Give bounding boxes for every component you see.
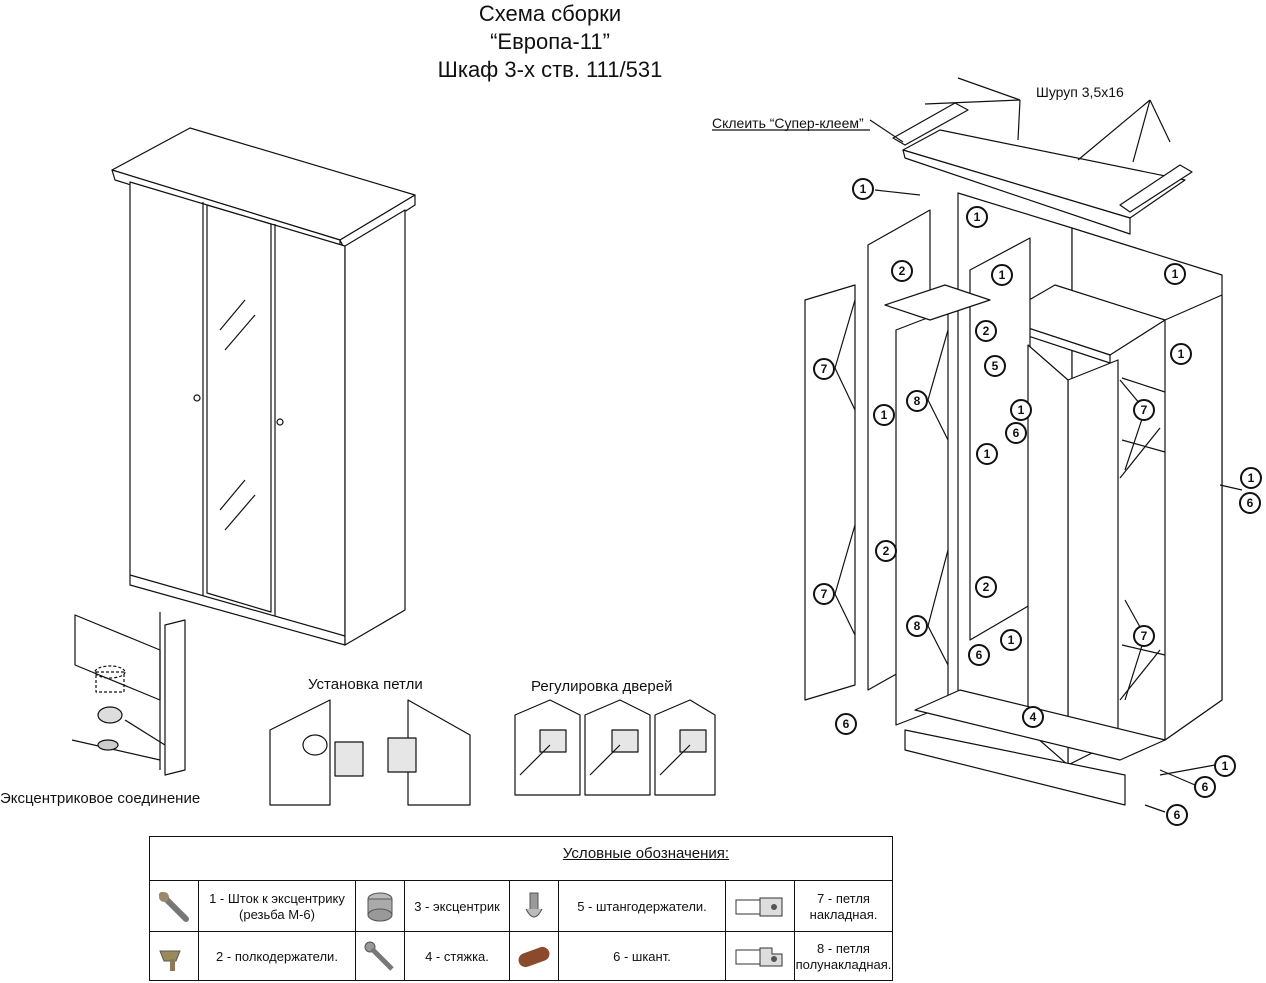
callout-marker: 2	[875, 540, 897, 562]
dowel-icon	[510, 932, 559, 981]
legend-item-label: 7 - петля накладная.	[809, 891, 878, 922]
legend-item-label: 6 - шкант.	[613, 948, 671, 964]
legend-item-label: 4 - стяжка.	[425, 948, 489, 964]
legend-item-label: 2 - полкодержатели.	[216, 948, 338, 964]
callout-marker: 1	[1010, 399, 1032, 421]
callout-marker: 1	[1164, 263, 1186, 285]
callout-marker: 1	[966, 206, 988, 228]
legend-item-label: 1 - Шток к эксцентрику (резьба М-6)	[209, 891, 345, 922]
callout-marker: 1	[873, 404, 895, 426]
eccentric-joint-detail	[71, 612, 186, 776]
assembly-drawing	[71, 77, 1243, 813]
callout-marker: 6	[1194, 776, 1216, 798]
rod-icon	[150, 881, 199, 933]
callout-marker: 2	[975, 576, 997, 598]
eccentric-icon	[356, 881, 405, 933]
legend-item-label: 5 - штангодержатели.	[577, 899, 707, 914]
callout-marker: 6	[968, 644, 990, 666]
rod-holder-icon	[510, 881, 559, 933]
callout-marker: 1	[1214, 755, 1236, 777]
callout-marker: 6	[1239, 492, 1261, 514]
callout-marker: 1	[1000, 629, 1022, 651]
legend-row: 2 - полкодержатели. 4 - стяжка. 6 - шкан…	[150, 931, 892, 981]
callout-marker: 6	[1166, 804, 1188, 826]
callout-marker: 1	[976, 443, 998, 465]
door-adjust-detail	[514, 699, 716, 796]
legend-title: Условные обозначения:	[562, 845, 730, 862]
callout-marker: 6	[835, 713, 857, 735]
screw-label: Шуруп 3,5x16	[1036, 84, 1124, 100]
hinge-install-detail	[269, 699, 471, 806]
callout-marker: 1	[852, 178, 874, 200]
callout-marker: 4	[1022, 706, 1044, 728]
exploded-wardrobe	[712, 77, 1243, 813]
title-line-3: Шкаф 3-х ств. 111/531	[437, 57, 663, 82]
legend-row: 1 - Шток к эксцентрику (резьба М-6) 3 - …	[150, 880, 892, 933]
legend-item-label: 3 - эксцентрик	[414, 899, 500, 914]
callout-marker: 7	[813, 358, 835, 380]
callout-marker: 8	[906, 390, 928, 412]
legend-item-label: 8 - петля полунакладная.	[795, 940, 892, 972]
callout-marker: 8	[906, 615, 928, 637]
door-adjust-label: Регулировка дверей	[531, 678, 673, 695]
callout-marker: 1	[1240, 467, 1262, 489]
callout-marker: 2	[891, 260, 913, 282]
callout-marker: 6	[1005, 422, 1027, 444]
shelf-support-icon	[150, 932, 199, 981]
callout-marker: 7	[813, 583, 835, 605]
half-overlay-hinge-icon	[726, 932, 795, 981]
hinge-install-label: Установка петли	[308, 676, 423, 693]
title-line-2: “Европа-11”	[490, 29, 610, 54]
title-line-1: Схема сборки	[478, 1, 622, 26]
callout-marker: 2	[975, 320, 997, 342]
assembled-wardrobe	[111, 127, 416, 646]
glue-label: Склеить “Супер-клеем”	[712, 115, 864, 131]
callout-marker: 5	[984, 355, 1006, 377]
callout-marker: 7	[1133, 399, 1155, 421]
eccentric-joint-label: Эксцентриковое соединение	[0, 790, 201, 807]
callout-marker: 1	[1170, 343, 1192, 365]
callout-marker: 1	[991, 264, 1013, 286]
legend-table: Условные обозначения: 1 - Шток к эксцент…	[149, 836, 893, 981]
overlay-hinge-icon	[726, 881, 795, 933]
callout-marker: 7	[1133, 625, 1155, 647]
tie-screw-icon	[356, 932, 405, 981]
